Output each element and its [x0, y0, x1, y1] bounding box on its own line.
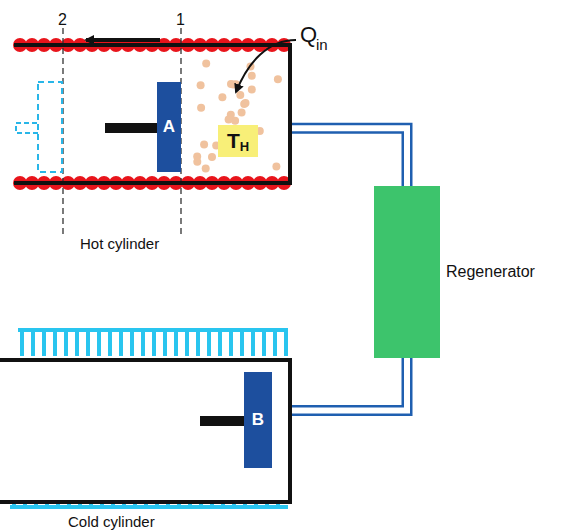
- cooling-fins: [10, 328, 288, 509]
- fin: [97, 328, 101, 356]
- heat-subscript: in: [316, 37, 328, 52]
- gas-pipe: [292, 358, 407, 411]
- gas-particles: [193, 60, 282, 173]
- piston-rod: [105, 123, 159, 133]
- fin: [229, 328, 233, 356]
- fin: [251, 328, 255, 356]
- ghost-rod: [16, 123, 38, 133]
- fin: [174, 328, 178, 356]
- gas-particle: [229, 80, 237, 88]
- gas-particle: [202, 164, 210, 172]
- fin: [273, 328, 277, 356]
- gas-pipe: [292, 128, 407, 186]
- regenerator-label: Regenerator: [446, 263, 535, 281]
- gas-particle: [218, 93, 226, 101]
- fin: [130, 328, 134, 356]
- gas-particle: [202, 60, 210, 68]
- position-number: 2: [58, 12, 67, 28]
- gas-particle: [242, 99, 250, 107]
- piston-a: A: [157, 82, 181, 172]
- gas-particle: [225, 116, 233, 124]
- gas-particle: [193, 158, 201, 166]
- piston-b: B: [244, 372, 272, 468]
- gas-particle: [274, 75, 282, 83]
- cylinder-label: Hot cylinder: [80, 235, 159, 252]
- gas-particle: [238, 109, 246, 117]
- temperature-box: TH: [218, 125, 258, 157]
- gas-particle: [272, 163, 280, 171]
- temperature-subscript: H: [240, 139, 249, 154]
- gas-particle: [248, 86, 256, 94]
- piston-label: A: [163, 117, 175, 137]
- fin: [284, 328, 288, 356]
- gas-particle: [200, 141, 208, 149]
- fin: [20, 328, 24, 356]
- fin: [53, 328, 57, 356]
- cold-cylinder: Cold cylinderB: [0, 358, 292, 504]
- fin: [75, 328, 79, 356]
- motion-arrow: [86, 38, 160, 42]
- fin: [196, 328, 200, 356]
- hot-cylinder: Hot cylinderATH: [14, 43, 292, 185]
- regenerator: Regenerator: [374, 186, 440, 358]
- piston-label: B: [252, 410, 264, 430]
- fin: [31, 328, 35, 356]
- fin: [218, 328, 222, 356]
- gas-particle: [248, 72, 256, 80]
- gas-particle: [197, 81, 205, 89]
- heat-symbol: Q: [300, 24, 317, 46]
- fin: [185, 328, 189, 356]
- fin: [64, 328, 68, 356]
- fin: [108, 328, 112, 356]
- gas-particle: [197, 104, 205, 112]
- ghost-piston: [38, 82, 62, 172]
- fin: [152, 328, 156, 356]
- gas-particle: [236, 91, 244, 99]
- temperature-symbol: T: [227, 129, 240, 153]
- piston-rod: [200, 416, 246, 426]
- position-number: 1: [176, 12, 185, 28]
- fin: [141, 328, 145, 356]
- cylinder-label: Cold cylinder: [68, 513, 155, 530]
- fin: [119, 328, 123, 356]
- heat-arrow: [236, 40, 296, 92]
- fin: [86, 328, 90, 356]
- fin: [163, 328, 167, 356]
- fin: [262, 328, 266, 356]
- fin: [207, 328, 211, 356]
- gas-particle: [208, 153, 216, 161]
- fin: [240, 328, 244, 356]
- fin: [42, 328, 46, 356]
